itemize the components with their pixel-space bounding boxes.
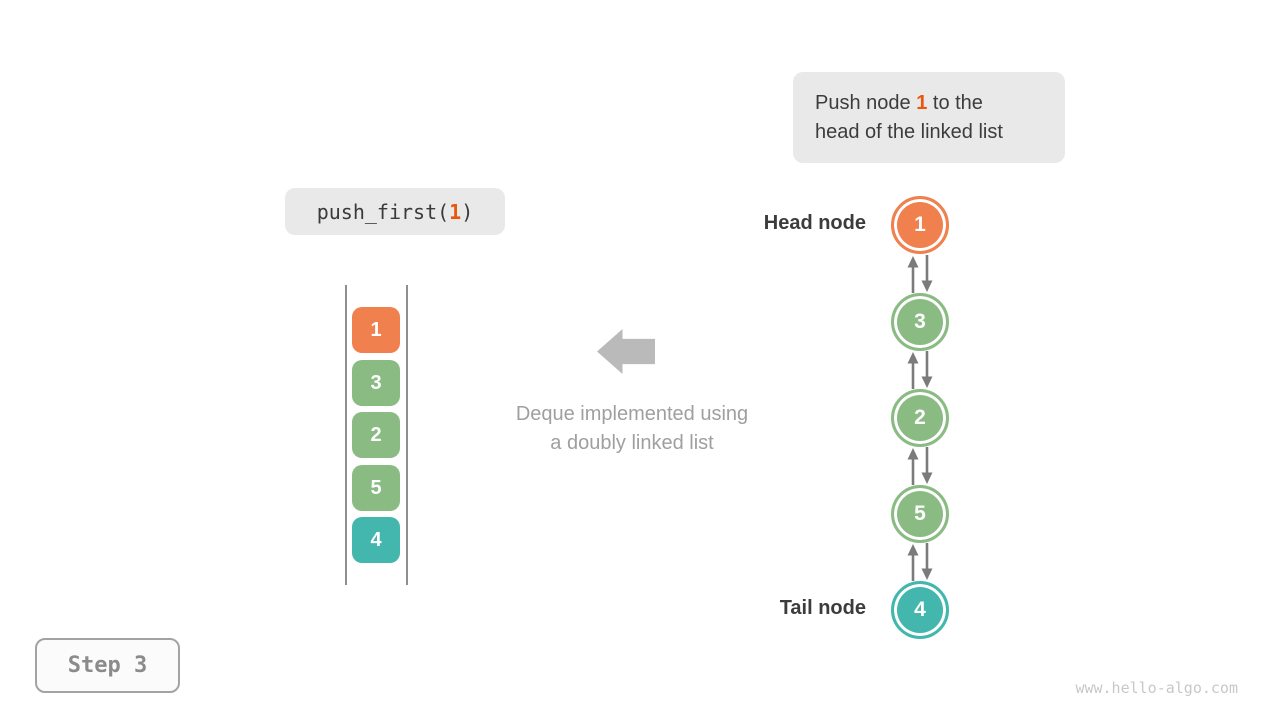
head-node-label: Head node [763, 212, 866, 234]
double-arrow-icon [905, 543, 935, 581]
tail-node-label: Tail node [779, 597, 866, 619]
deque-caption: Deque implemented using a doubly linked … [460, 400, 804, 458]
stack-rail-left [345, 285, 347, 585]
stack-cell: 2 [352, 412, 400, 458]
instruction-line-1: Push node 1 to the [815, 91, 983, 114]
list-node: 1 [891, 196, 949, 254]
code-text-close: ) [461, 199, 474, 224]
code-text: push_first( [316, 199, 450, 224]
stack-cell: 5 [352, 465, 400, 511]
list-node: 4 [891, 581, 949, 639]
watermark-text: www.hello-algo.com [1075, 679, 1238, 697]
instruction-line-2: head of the linked list [815, 120, 1003, 143]
stack-cell: 3 [352, 360, 400, 406]
double-arrow-icon [905, 351, 935, 389]
instruction-note: Push node 1 to the head of the linked li… [793, 72, 1065, 163]
code-chip: push_first(1) [285, 188, 505, 235]
stack-cell: 1 [352, 307, 400, 353]
left-block-arrow-icon [597, 329, 655, 374]
list-node: 3 [891, 293, 949, 351]
stack-rail-right [406, 285, 408, 585]
highlighted-value: 1 [916, 91, 928, 114]
stack-cell: 4 [352, 517, 400, 563]
double-arrow-icon [905, 447, 935, 485]
list-node: 2 [891, 389, 949, 447]
double-arrow-icon [905, 255, 935, 293]
caption-line-1: Deque implemented using [515, 403, 749, 425]
code-arg: 1 [449, 199, 462, 224]
step-badge: Step 3 [35, 638, 180, 693]
list-node: 5 [891, 485, 949, 543]
caption-line-2: a doubly linked list [550, 432, 714, 454]
